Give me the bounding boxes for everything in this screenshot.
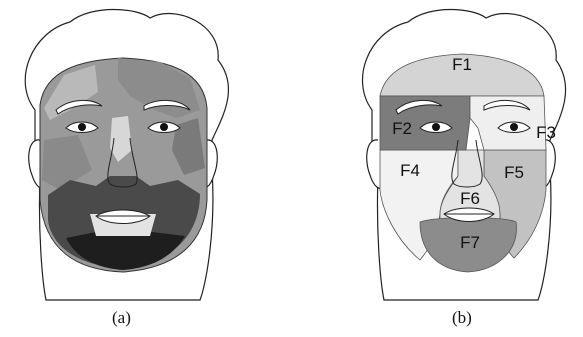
label-f2: F2 (392, 119, 412, 138)
label-f7: F7 (460, 233, 480, 252)
panel-a-right-pupil (160, 123, 168, 131)
panel-b-face: F1 F2 F3 F4 F5 F6 F7 (363, 10, 566, 301)
label-f5: F5 (504, 163, 524, 182)
caption-b: (b) (452, 308, 472, 328)
label-f4: F4 (400, 161, 420, 180)
panel-b-left-pupil (432, 123, 440, 131)
panel-a-face (25, 10, 228, 301)
label-f3: F3 (536, 123, 556, 142)
label-f6: F6 (460, 189, 480, 208)
panel-b-right-pupil (510, 123, 518, 131)
caption-a: (a) (112, 308, 131, 328)
label-f1: F1 (452, 55, 472, 74)
panel-a-left-pupil (78, 123, 86, 131)
